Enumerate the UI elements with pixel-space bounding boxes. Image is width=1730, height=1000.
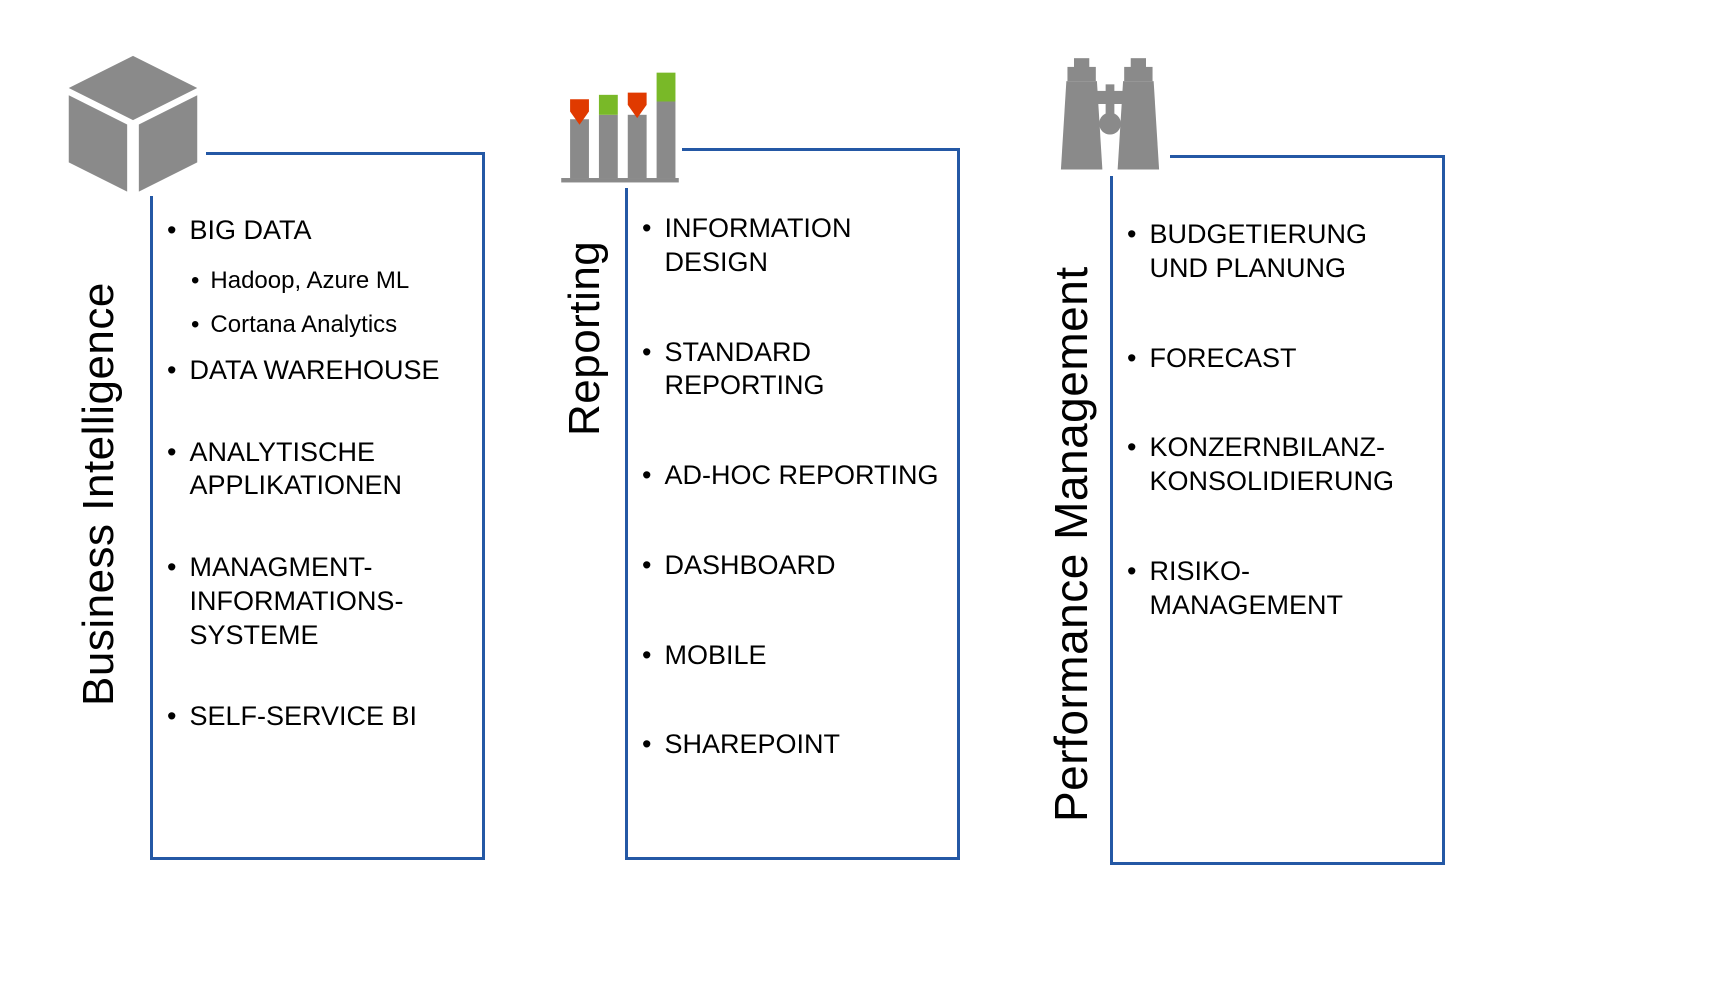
list-item-text: AD-HOC REPORTING bbox=[664, 460, 939, 490]
bullet-icon: • bbox=[167, 215, 177, 245]
list-item-text: ANALYTISCHE APPLIKATIONEN bbox=[189, 436, 403, 501]
bullet-icon: • bbox=[1127, 432, 1137, 463]
bullet-icon: • bbox=[191, 266, 200, 294]
panel-title-performance-management: Performance Management bbox=[1045, 266, 1097, 822]
list-item: • AD-HOC REPORTING bbox=[642, 459, 952, 493]
bar-chart-icon bbox=[558, 66, 682, 188]
list-item-text: RISIKO- MANAGEMENT bbox=[1149, 555, 1343, 620]
list-item-text: FORECAST bbox=[1149, 342, 1297, 373]
list-item: • SELF-SERVICE BI bbox=[167, 700, 472, 734]
list-item-text: MOBILE bbox=[664, 639, 767, 670]
panel-border-performance-management bbox=[1110, 155, 1445, 865]
panel-border-business-intelligence bbox=[150, 152, 485, 860]
list-item-text: MANAGMENT- INFORMATIONS- SYSTEME bbox=[189, 552, 404, 650]
bullet-icon: • bbox=[642, 549, 652, 580]
binoculars-icon-graphic bbox=[1060, 58, 1160, 170]
list-item-text: DATA WAREHOUSE bbox=[189, 354, 440, 385]
bullet-icon: • bbox=[167, 354, 177, 385]
bullet-icon: • bbox=[642, 729, 652, 760]
list-item-text: BIG DATA bbox=[189, 215, 312, 245]
bullet-icon: • bbox=[642, 460, 652, 490]
cube-icon-graphic bbox=[68, 55, 198, 192]
bullet-icon: • bbox=[191, 310, 200, 338]
bullet-icon: • bbox=[642, 639, 652, 670]
list-item: • STANDARD REPORTING bbox=[642, 336, 952, 404]
bullet-icon: • bbox=[1127, 219, 1137, 249]
list-item-text: BUDGETIERUNG UND PLANUNG bbox=[1149, 219, 1367, 283]
list-item-text: SHAREPOINT bbox=[664, 729, 840, 760]
bullet-icon: • bbox=[1127, 555, 1137, 586]
binoculars-icon bbox=[1050, 56, 1170, 176]
list-item: • FORECAST bbox=[1127, 342, 1437, 376]
bullet-icon: • bbox=[167, 552, 177, 582]
list-item-text: Hadoop, Azure ML bbox=[210, 266, 410, 294]
bullet-list-performance-management: • BUDGETIERUNG UND PLANUNG • FORECAST • … bbox=[1127, 218, 1437, 622]
bullet-icon: • bbox=[1127, 342, 1137, 373]
list-item-text: KONZERNBILANZ- KONSOLIDIERUNG bbox=[1149, 432, 1394, 496]
list-item: • MOBILE bbox=[642, 639, 952, 673]
bullet-list-business-intelligence: • BIG DATA • Hadoop, Azure ML • Cortana … bbox=[167, 214, 472, 734]
list-subitem: • Hadoop, Azure ML bbox=[191, 266, 472, 296]
list-item-text: DASHBOARD bbox=[664, 549, 836, 580]
panel-title-reporting: Reporting bbox=[560, 240, 609, 436]
list-item: • BUDGETIERUNG UND PLANUNG bbox=[1127, 218, 1437, 286]
list-subitem: • Cortana Analytics bbox=[191, 310, 472, 340]
list-item-text: STANDARD REPORTING bbox=[664, 336, 825, 401]
list-item: • ANALYTISCHE APPLIKATIONEN bbox=[167, 436, 472, 504]
panel-border-reporting bbox=[625, 148, 960, 860]
list-item-text: INFORMATION DESIGN bbox=[664, 213, 852, 277]
bullet-icon: • bbox=[167, 436, 177, 467]
list-item-text: SELF-SERVICE BI bbox=[189, 701, 418, 732]
bullet-icon: • bbox=[167, 701, 177, 732]
panel-title-business-intelligence: Business Intelligence bbox=[74, 282, 123, 706]
bullet-icon: • bbox=[642, 336, 652, 367]
list-item: • DASHBOARD bbox=[642, 549, 952, 583]
cube-icon bbox=[60, 50, 206, 196]
bar-chart-icon-graphic bbox=[561, 72, 679, 183]
list-item: • SHAREPOINT bbox=[642, 728, 952, 762]
bullet-list-reporting: • INFORMATION DESIGN • STANDARD REPORTIN… bbox=[642, 212, 952, 762]
list-item: • RISIKO- MANAGEMENT bbox=[1127, 555, 1437, 623]
list-item: • DATA WAREHOUSE bbox=[167, 354, 472, 388]
list-item: • KONZERNBILANZ- KONSOLIDIERUNG bbox=[1127, 431, 1437, 499]
list-item: • MANAGMENT- INFORMATIONS- SYSTEME bbox=[167, 551, 472, 652]
list-item: • BIG DATA bbox=[167, 214, 472, 248]
bullet-icon: • bbox=[642, 213, 652, 243]
list-item: • INFORMATION DESIGN bbox=[642, 212, 952, 280]
list-item-text: Cortana Analytics bbox=[210, 310, 398, 338]
